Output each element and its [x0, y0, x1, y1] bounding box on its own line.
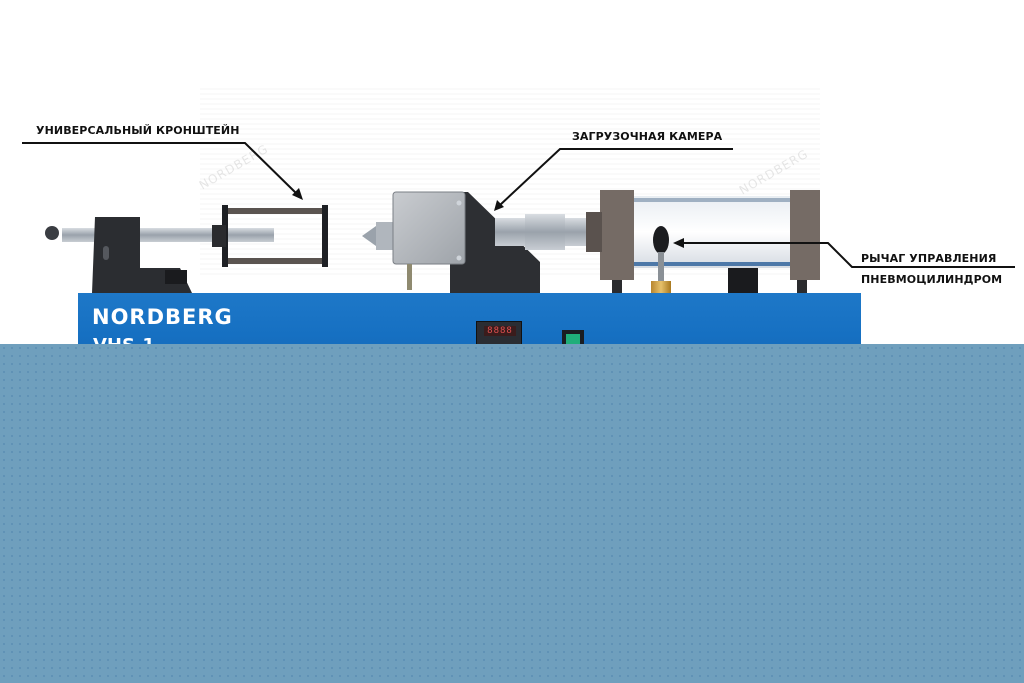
control-lever: [651, 226, 671, 293]
controller-display: 8888: [484, 326, 516, 336]
occluding-overlay: [0, 344, 1024, 683]
callout-lines: [22, 142, 1015, 268]
callout-loading-chamber: ЗАГРУЗОЧНАЯ КАМЕРА: [572, 130, 723, 143]
callout-line-chamber: [499, 148, 733, 206]
threaded-screw: [45, 226, 274, 242]
loading-chamber: [362, 191, 591, 293]
brand-logo: NORDBERG: [92, 305, 233, 329]
pneumatic-cylinder: [586, 190, 820, 293]
callout-lever-line2: ПНЕВМОЦИЛИНДРОМ: [861, 273, 1003, 286]
screw-bracket-block: [92, 217, 192, 293]
universal-bracket: [212, 205, 328, 267]
callout-lever-line1: РЫЧАГ УПРАВЛЕНИЯ: [861, 252, 997, 265]
callout-line-bracket: [22, 142, 299, 196]
callout-arrowheads: [292, 188, 684, 248]
callout-universal-bracket: УНИВЕРСАЛЬНЫЙ КРОНШТЕЙН: [36, 124, 240, 137]
callout-line-lever: [680, 242, 1015, 268]
